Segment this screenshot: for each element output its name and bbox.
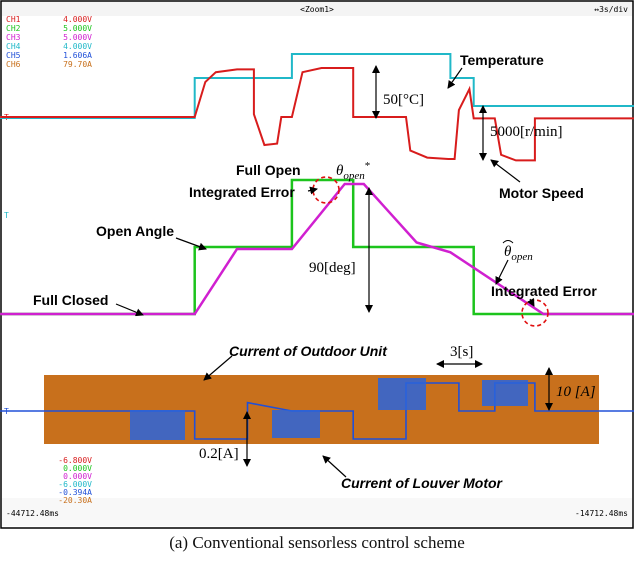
scope-title: <Zoom1>: [300, 5, 334, 14]
louver-current-ripple: [482, 380, 528, 406]
channel-value: 5.000V: [63, 33, 92, 42]
label-temp-scale: 50[°C]: [383, 92, 424, 108]
channel-name: CH1: [6, 15, 21, 24]
channel-name: CH2: [6, 24, 21, 33]
channel-value: 5.000V: [63, 24, 92, 33]
scope-header-bar: [2, 2, 632, 16]
temperature-pointer: [447, 67, 463, 89]
channel-offset: -6.000V: [58, 480, 92, 489]
louver-current-ripple: [378, 378, 426, 410]
motor-speed-pointer: [490, 159, 521, 183]
outdoor-current-pointer: [203, 355, 233, 381]
oscilloscope-figure: <Zoom1> ↔3s/div CH1 4.000V CH2 5.000V CH…: [0, 0, 634, 529]
label-theta-open-star: θopen*: [336, 160, 370, 182]
label-integrated-error-1: Integrated Error: [189, 184, 295, 200]
channel-offset: -20.30A: [58, 496, 92, 505]
channel-offset: 0.000V: [63, 472, 92, 481]
error-circle-bottom: [521, 299, 549, 327]
channel-offset: -0.394A: [58, 488, 92, 497]
integrated-error-2-pointer: [527, 297, 535, 307]
channel-offset: -6.800V: [58, 456, 92, 465]
error-circle-top: [312, 176, 340, 204]
full-closed-pointer: [115, 303, 144, 317]
label-full-open: Full Open: [236, 162, 301, 178]
louver-current-ripple: [130, 410, 185, 440]
label-time-scale: 3[s]: [450, 344, 473, 360]
theta-hat-pointer: [495, 259, 509, 285]
channel-value: 79.70A: [63, 60, 92, 69]
timebase-readout: ↔3s/div: [594, 5, 628, 14]
label-current-louver: Current of Louver Motor: [341, 475, 504, 491]
label-current-scale: 10 [A]: [556, 384, 596, 400]
louver-current-ripple: [272, 410, 320, 438]
label-integrated-error-2: Integrated Error: [491, 283, 597, 299]
label-full-closed: Full Closed: [33, 292, 108, 308]
channel-name: CH4: [6, 42, 21, 51]
series-open-angle-command: [0, 178, 634, 316]
label-current-outdoor: Current of Outdoor Unit: [229, 343, 388, 359]
label-louver-scale: 0.2[A]: [199, 446, 239, 462]
louver-current-pointer: [322, 455, 347, 478]
time-right-readout: -14712.48ms: [575, 509, 628, 518]
label-angle-scale: 90[deg]: [309, 260, 356, 276]
series-motor-speed: [0, 67, 634, 162]
channel-legend-top: CH1 4.000V CH2 5.000V CH3 5.000V CH4 4.0…: [6, 15, 92, 69]
scope-footer-bar: [2, 498, 632, 526]
open-angle-pointer: [175, 237, 207, 251]
label-temperature: Temperature: [460, 52, 544, 68]
series-temperature: [0, 53, 634, 119]
channel-offset: 0.000V: [63, 464, 92, 473]
label-open-angle: Open Angle: [96, 223, 174, 239]
channel-name: CH6: [6, 60, 21, 69]
channel-marker: T: [4, 211, 9, 220]
channel-value: 4.000V: [63, 15, 92, 24]
channel-name: CH5: [6, 51, 21, 60]
channel-value: 4.000V: [63, 42, 92, 51]
theta-hat-mark: [502, 240, 514, 244]
figure-caption: (a) Conventional sensorless control sche…: [169, 533, 465, 552]
channel-legend-bottom: -6.800V 0.000V 0.000V -6.000V -0.394A -2…: [58, 456, 92, 505]
channel-name: CH3: [6, 33, 21, 42]
label-theta-open-hat: θopen: [504, 244, 533, 263]
channel-value: 1.606A: [63, 51, 92, 60]
label-motor-speed: Motor Speed: [499, 185, 584, 201]
integrated-error-1-pointer: [307, 186, 318, 195]
time-left-readout: -44712.48ms: [6, 509, 59, 518]
label-speed-scale: 5000[r/min]: [490, 124, 563, 140]
